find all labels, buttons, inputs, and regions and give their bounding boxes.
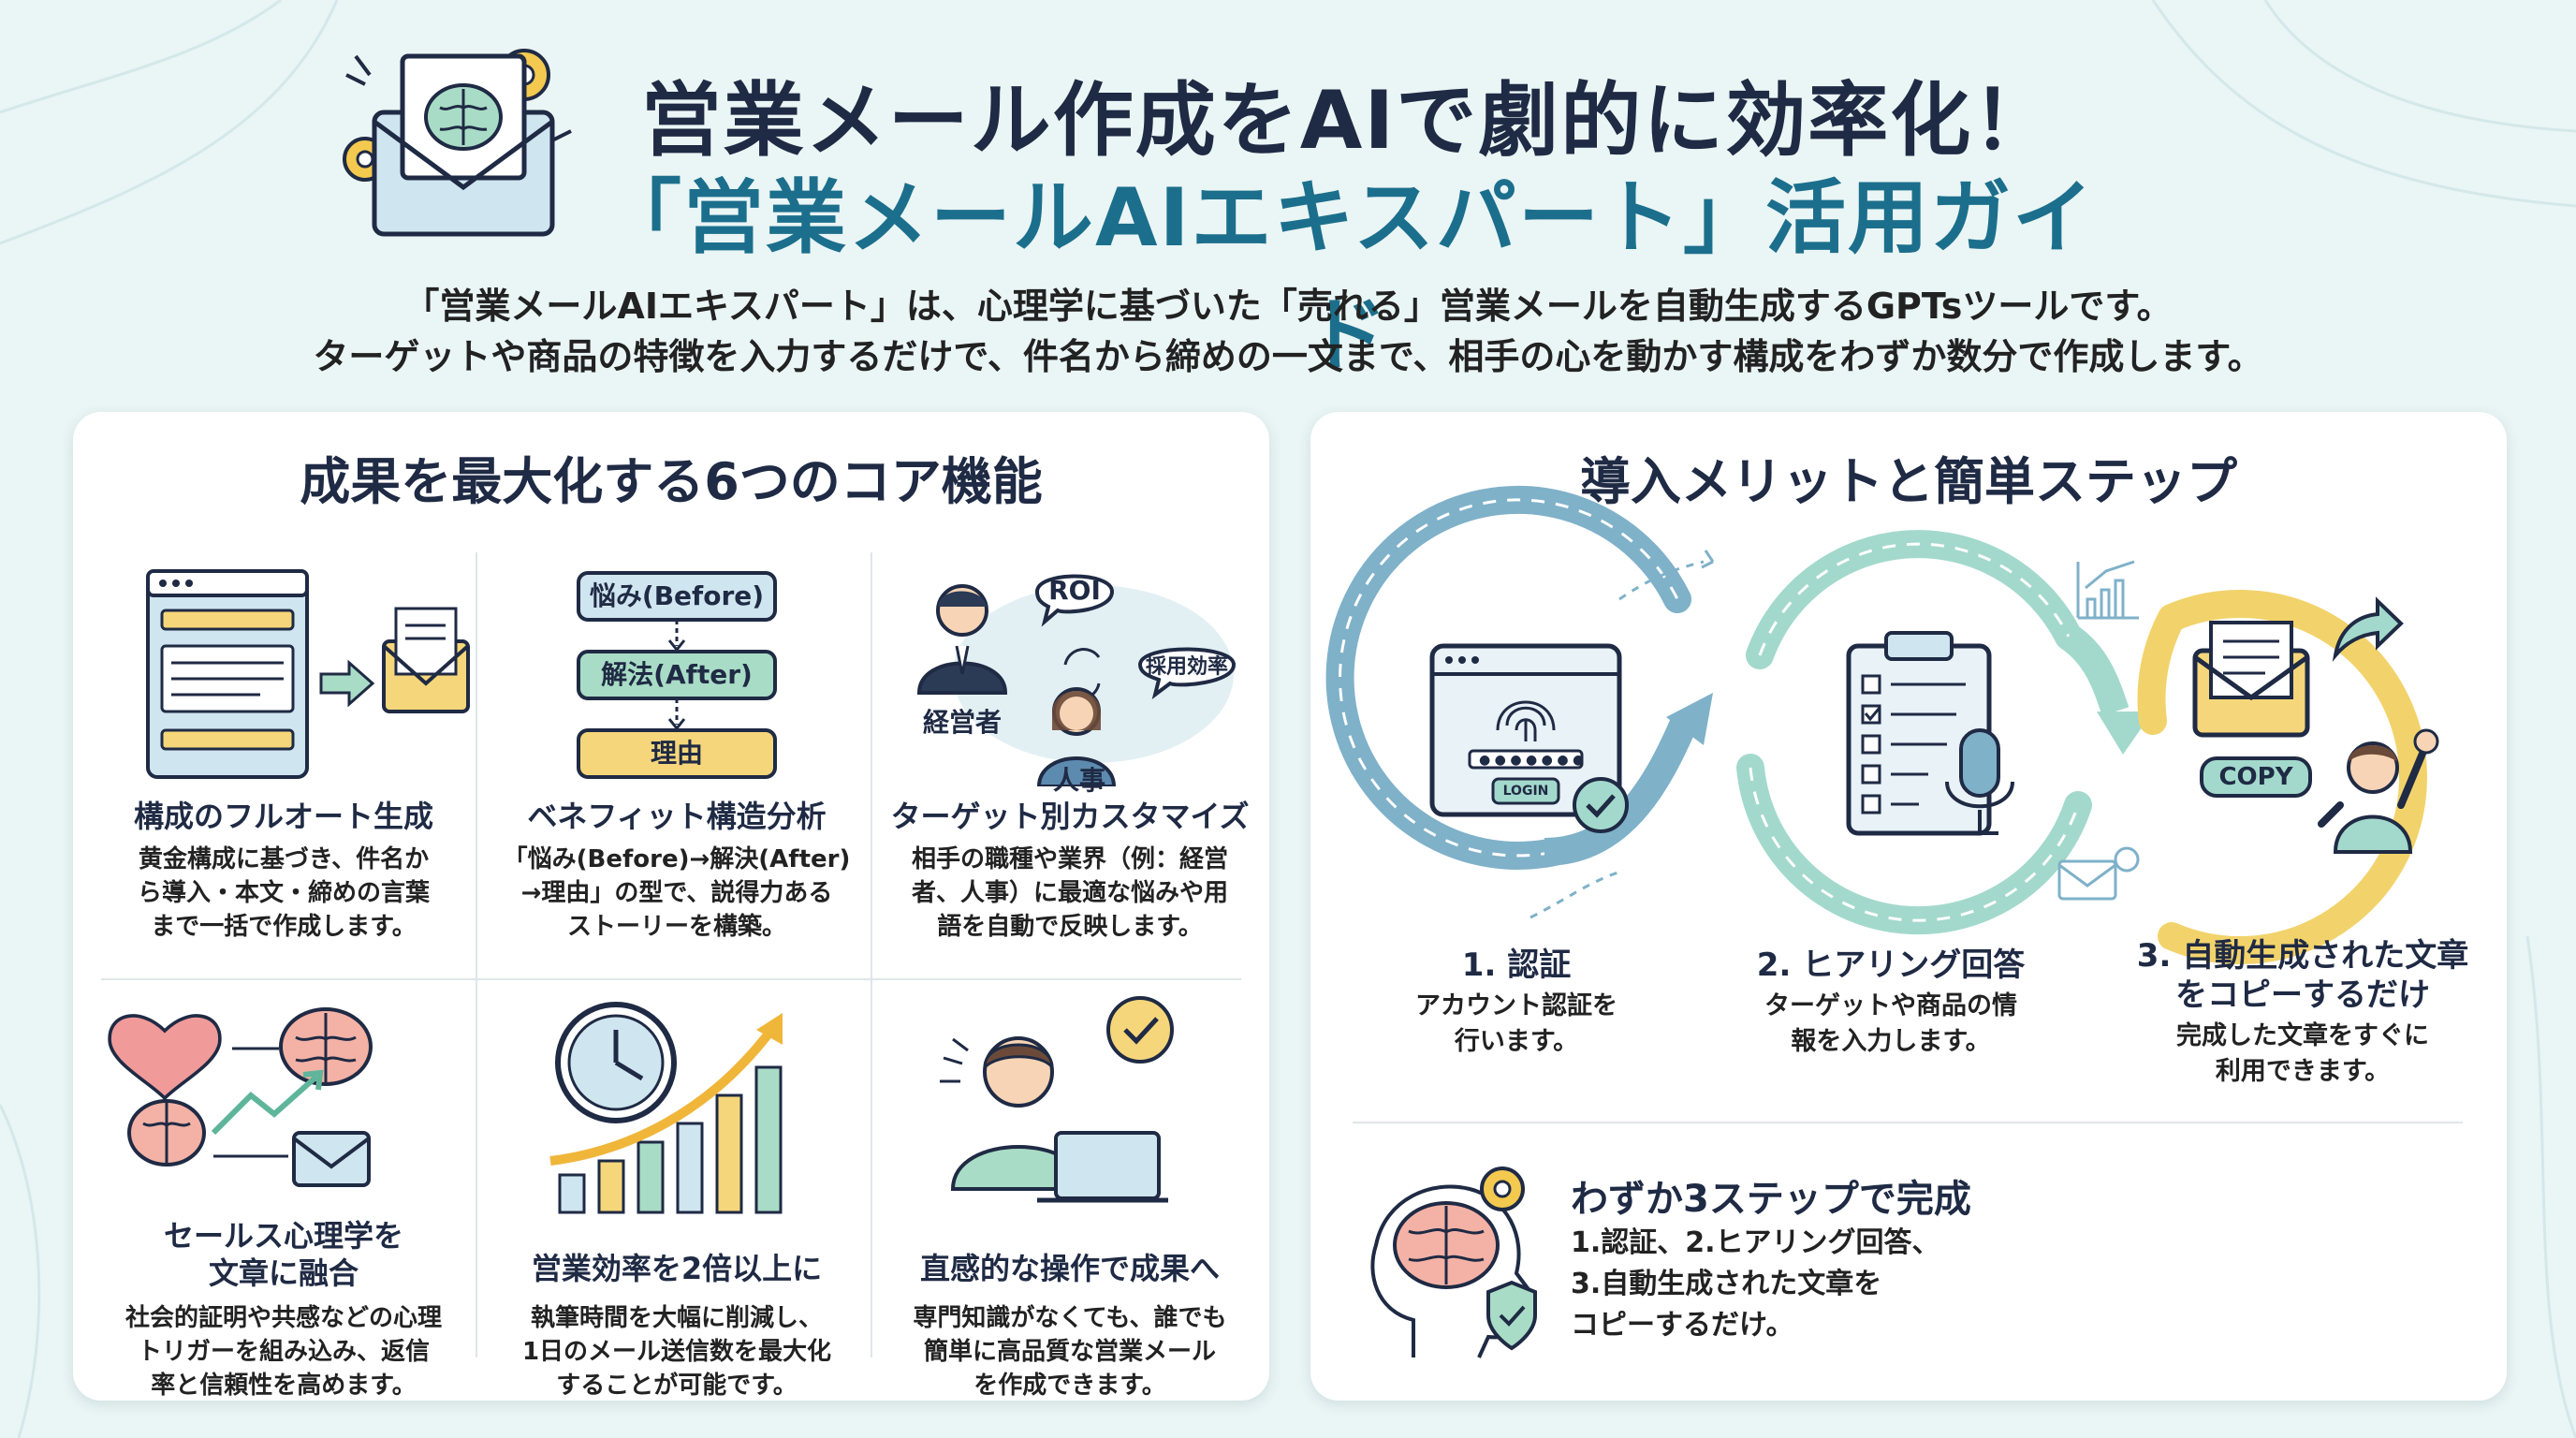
label-executive: 経営者 [922, 707, 1002, 738]
feature-title: 構成のフルオート生成 [133, 799, 433, 834]
svg-text:● ● ● ● ● ● ●: ● ● ● ● ● ● ● [1479, 753, 1584, 768]
intro-text-line1: 「営業メールAIエキスパート」は、心理学に基づいた「売れる」営業メールを自動生成… [403, 286, 2173, 327]
flow-box-after: 解法(After) [601, 659, 753, 690]
feature-card: 直感的な操作で成果へ 専門知識がなくても、誰でも 簡単に高品質な営業メール を作… [878, 992, 1262, 1400]
copy-button[interactable]: COPY [2218, 763, 2293, 791]
feature-desc: 専門知識がなくても、誰でも 簡単に高品質な営業メール を作成できます。 [913, 1304, 1227, 1400]
summary-text: 1.認証、2.ヒアリング回答、 3.自動生成された文章を コピーするだけ。 [1571, 1226, 1940, 1342]
clipboard-microphone-icon [1846, 631, 2014, 836]
features-panel-title: 成果を最大化する6つのコア機能 [300, 452, 1043, 511]
flow-box-reason: 理由 [650, 738, 703, 769]
step-3-desc: 完成した文章をすぐに 利用できます。 [2176, 1021, 2429, 1086]
title-line2: 「営業メールAIエキスパート」活用ガイド [601, 171, 2095, 382]
grid-divider [476, 552, 477, 1357]
flowchart-icon [577, 571, 777, 779]
label-hr: 人事 [1052, 765, 1105, 796]
feature-desc: 黄金構成に基づき、件名か ら導入・本文・締めの言葉 まで一括で作成します。 [137, 845, 430, 941]
persona-icon [916, 574, 1237, 786]
login-window-icon: ● ● ● ● ● ● ● [1429, 643, 1629, 833]
clock-growth-chart-icon [549, 1002, 783, 1214]
step-1-title: 1. 認証 [1461, 946, 1572, 984]
steps-flow-graphic: ● ● ● ● ● ● ● [1325, 486, 2439, 964]
step-2-title: 2. ヒアリング回答 [1756, 946, 2026, 984]
intro-text-line2: ターゲットや商品の特徴を入力するだけで、件名から締めの一文まで、相手の心を動かす… [313, 336, 2263, 377]
feature-card: 構成のフルオート生成 黄金構成に基づき、件名か ら導入・本文・締めの言葉 まで一… [92, 552, 476, 964]
feature-card: 悩み(Before) 解法(After) 理由 ベネフィット構造分析 「悩み(B… [485, 552, 869, 964]
step-2-desc: ターゲットや商品の情 報を入力します。 [1764, 991, 2017, 1056]
step-1-desc: アカウント認証を 行います。 [1415, 991, 1617, 1056]
heart-brain-icon [108, 1007, 373, 1187]
feature-title: セールス心理学を 文章に融合 [163, 1218, 403, 1291]
steps-panel-title: 導入メリットと簡単ステップ [1580, 452, 2237, 511]
feature-card: ROI 採用効率 経営者 人事 ターゲット別カスタマイズ 相手の職種や業界（例：… [878, 552, 1262, 964]
feature-desc: 相手の職種や業界（例：経営 者、人事）に最適な悩みや用 語を自動で反映します。 [911, 845, 1228, 941]
feature-desc: 「悩み(Before)→解決(After) →理由」の型で、説得力ある ストーリ… [503, 845, 851, 941]
label-roi: ROI [1048, 575, 1101, 606]
page-title: 営業メール作成をAIで劇的に効率化！ [640, 74, 2056, 168]
feature-title: 営業効率を2倍以上に [531, 1251, 823, 1286]
flow-box-before: 悩み(Before) [589, 580, 765, 611]
feature-title: 直感的な操作で成果へ [919, 1251, 1220, 1286]
feature-card: セールス心理学を 文章に融合 社会的証明や共感などの心理 トリガーを組み込み、返… [92, 992, 476, 1400]
label-hiring-efficiency: 採用効率 [1145, 655, 1228, 679]
section-divider [1353, 1122, 2463, 1123]
envelope-copy-person-icon [2192, 596, 2439, 854]
envelope-brain-icon [343, 49, 572, 237]
login-button[interactable]: LOGIN [1502, 784, 1549, 799]
summary-title: わずか3ステップで完成 [1571, 1178, 1971, 1221]
page-title-sub: 「営業メールAIエキスパート」活用ガイド [562, 152, 2134, 386]
features-panel: 成果を最大化する6つのコア機能 構成のフルオート生成 黄金構成に基づき、件名か … [73, 412, 1269, 1401]
feature-title: ベネフィット構造分析 [527, 799, 827, 834]
person-laptop-icon [940, 996, 1174, 1203]
grid-divider [101, 978, 1241, 980]
document-to-email-icon [146, 569, 470, 779]
step-3-title: 3. 自動生成された文章 をコピーするだけ [2136, 937, 2469, 1014]
feature-title: ターゲット別カスタマイズ [890, 799, 1250, 834]
feature-desc: 執筆時間を大幅に削減し、 1日のメール送信数を最大化 することが可能です。 [521, 1304, 832, 1400]
feature-card: 営業効率を2倍以上に 執筆時間を大幅に削減し、 1日のメール送信数を最大化 する… [485, 992, 869, 1400]
feature-desc: 社会的証明や共感などの心理 トリガーを組み込み、返信 率と信頼性を高めます。 [124, 1304, 442, 1400]
grid-divider [871, 552, 872, 1357]
steps-panel: 導入メリットと簡単ステップ [1310, 412, 2507, 1401]
brain-shield-icon [1370, 1167, 1537, 1358]
